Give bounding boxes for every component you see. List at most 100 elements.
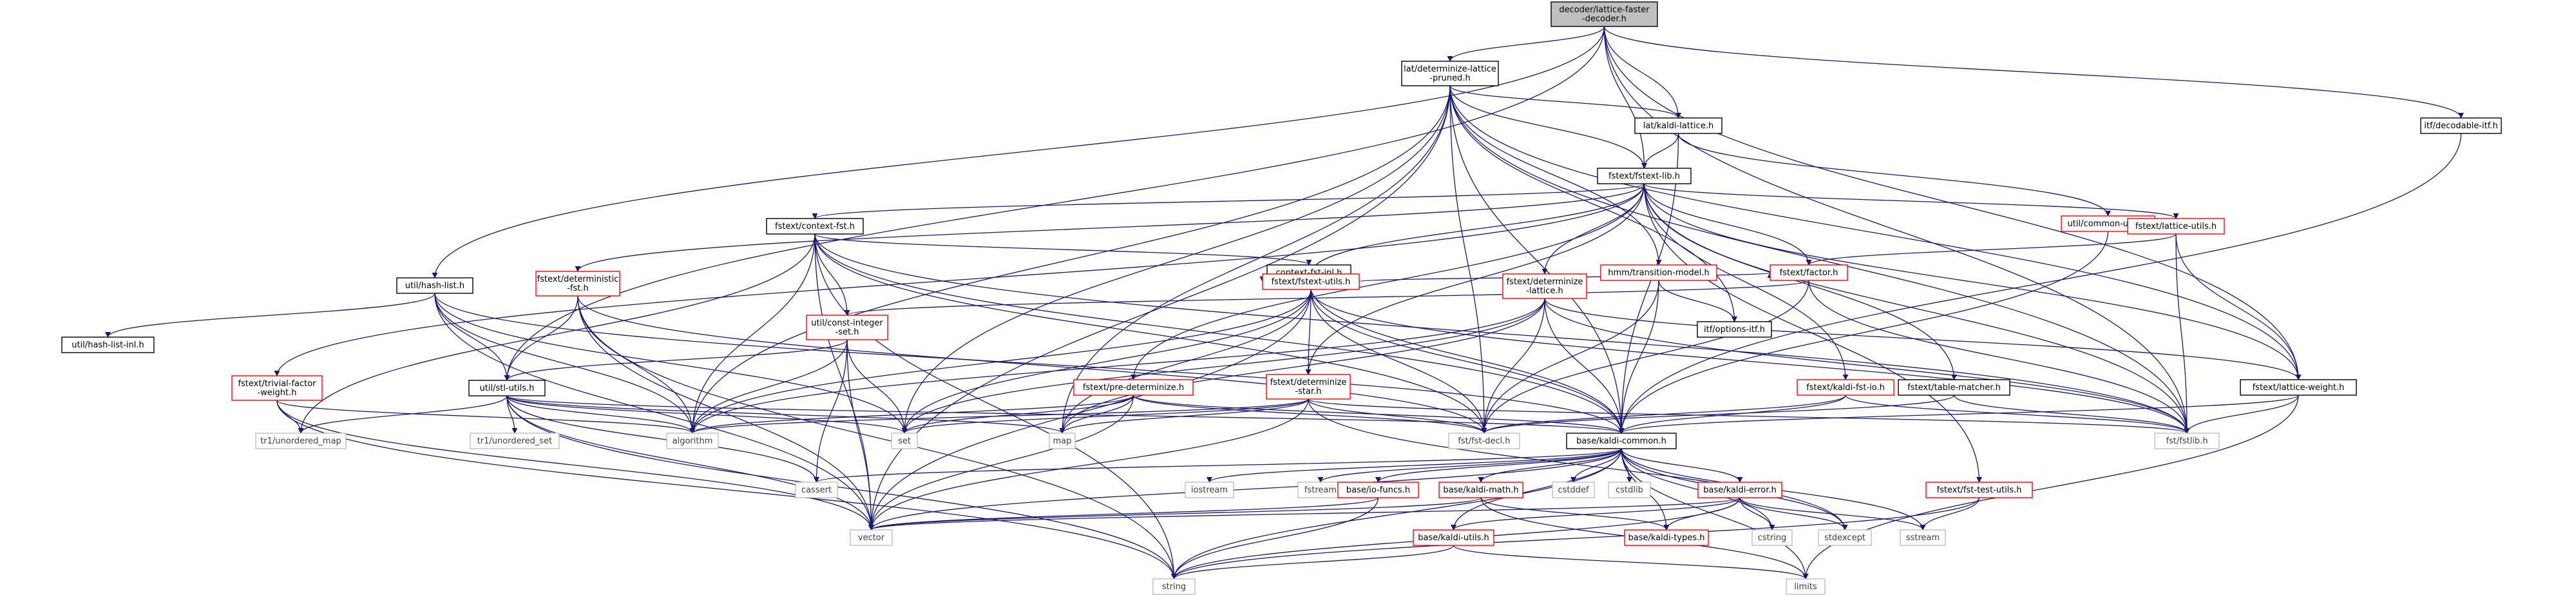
node-lattice_weight[interactable]: fstext/lattice-weight.h (2240, 379, 2357, 396)
node-decodable_itf[interactable]: itf/decodable-itf.h (2420, 117, 2502, 134)
node-det_star[interactable]: fstext/determinize-star.h (1266, 374, 1351, 400)
edge-kaldi_utils-to-string (1171, 545, 1455, 580)
node-lattice_utils[interactable]: fstext/lattice-utils.h (2127, 218, 2225, 235)
edge-det_star-to-fstlib (1308, 398, 2190, 434)
edge-fstext_lib-to-det_lattice (1541, 183, 1645, 275)
edge-factor-to-fstlib (1808, 280, 2190, 434)
edge-root-to-decodable_itf (1603, 26, 2464, 119)
node-io_funcs[interactable]: base/io-funcs.h (1337, 482, 1419, 498)
node-const_integer_set[interactable]: util/const-integer-set.h (806, 315, 888, 340)
edge-kaldi_fst_io-to-fst_decl (1481, 395, 1846, 434)
edge-det_lat_pruned-to-options_itf (1449, 85, 1738, 322)
node-kaldi_types[interactable]: base/kaldi-types.h (1624, 529, 1709, 546)
node-label-stdexcept-line-0: stdexcept (1824, 533, 1865, 543)
node-box-kaldi_lattice (1634, 117, 1722, 134)
node-root[interactable]: decoder/lattice-faster-decoder.h (1550, 1, 1658, 27)
node-deterministic_fst[interactable]: fstext/deterministic-fst.h (535, 271, 620, 297)
node-factor[interactable]: fstext/factor.h (1770, 264, 1848, 281)
edge-table_matcher-to-fst_decl (1481, 395, 1955, 434)
node-kaldi_error[interactable]: base/kaldi-error.h (1697, 482, 1782, 498)
edge-kaldi_math-to-vector (868, 497, 1482, 531)
edge-kaldi_error-to-cstring (1739, 497, 1775, 531)
edge-det_lat_pruned-to-kaldi_common (1449, 85, 1625, 434)
nodes-layer: decoder/lattice-faster-decoder.h lat/dete… (61, 1, 2502, 595)
node-label-factor-line-0: fstext/factor.h (1780, 268, 1838, 278)
node-label-fst_test_utils-line-0: fstext/fst-test-utils.h (1937, 485, 2022, 495)
edge-kaldi_error-to-vector (868, 497, 1741, 531)
edge-det_lat_pruned-to-fst_decl (1449, 85, 1487, 434)
edge-fstext_utils-to-set (901, 289, 1312, 434)
edge-kaldi_error-to-stdexcept (1739, 497, 1848, 531)
node-label-string-line-0: string (1162, 582, 1186, 592)
edge-hash_list-to-hash_list_inl (105, 293, 435, 338)
node-stl_utils[interactable]: util/stl-utils.h (468, 380, 546, 396)
edge-context_fst-to-algorithm (689, 233, 816, 434)
node-unordered_set: tr1/unordered_set (470, 433, 560, 449)
node-hash_list_inl[interactable]: util/hash-list-inl.h (61, 337, 155, 353)
edge-kaldi_math-to-kaldi_types (1480, 497, 1670, 531)
edge-stl_utils-to-set (506, 395, 908, 434)
node-kaldi_lattice[interactable]: lat/kaldi-lattice.h (1634, 117, 1722, 134)
edge-context_fst-to-fstlib (814, 233, 2190, 434)
edge-fst_test_utils-to-string (1171, 497, 1980, 580)
node-box-root (1550, 1, 1658, 27)
edge-fstext_utils-to-algorithm (689, 289, 1312, 434)
node-box-factor (1770, 264, 1848, 281)
node-context_fst[interactable]: fstext/context-fst.h (766, 218, 864, 235)
node-det_lattice[interactable]: fstext/determinize-lattice.h (1502, 273, 1587, 299)
node-box-map (1049, 433, 1076, 449)
node-box-transition_model (1600, 264, 1717, 281)
node-box-sstream (1900, 529, 1946, 546)
node-label-det_star-line-0: fstext/determinize (1270, 378, 1347, 387)
edge-deterministic_fst-to-algorithm (577, 295, 696, 434)
node-box-cstring (1751, 529, 1793, 546)
node-table_matcher[interactable]: fstext/table-matcher.h (1898, 379, 2010, 396)
edge-pre_determinize-to-fst_decl (1132, 395, 1487, 434)
edge-det_lattice-to-set (901, 298, 1545, 434)
edge-det_lattice-to-kaldi_common (1544, 298, 1625, 434)
node-box-hash_list_inl (61, 337, 155, 353)
node-fstext_utils[interactable]: fstext/fstext-utils.h (1262, 273, 1360, 290)
node-kaldi_utils[interactable]: base/kaldi-utils.h (1413, 529, 1494, 546)
node-fst_test_utils[interactable]: fstext/fst-test-utils.h (1925, 482, 2033, 498)
node-label-sstream-line-0: sstream (1906, 533, 1940, 543)
node-label-kaldi_error-line-0: base/kaldi-error.h (1703, 485, 1776, 495)
edge-det_lattice-to-lattice_weight (1544, 298, 2302, 380)
node-trivial_factor[interactable]: fstext/trivial-factor-weight.h (231, 375, 323, 401)
edge-det_star-to-algorithm (689, 398, 1309, 434)
node-label-kaldi_common-line-0: base/kaldi-common.h (1576, 436, 1666, 446)
edge-transition_model-to-fst_decl (1481, 280, 1659, 434)
edge-kaldi_common-to-cassert (814, 448, 1622, 483)
edge-fstext_lib-to-fstext_utils (1308, 183, 1645, 275)
edge-det_lat_pruned-to-algorithm (689, 85, 1451, 434)
node-box-io_funcs (1337, 482, 1419, 498)
edge-det_lat_pruned-to-set (901, 85, 1451, 434)
node-label-kaldi_fst_io-line-0: fstext/kaldi-fst-io.h (1806, 383, 1885, 393)
edge-fstext_lib-to-context_fst (812, 183, 1645, 219)
edge-det_lat_pruned-to-vector (868, 85, 1451, 531)
node-set: set (891, 433, 918, 449)
node-box-vector (850, 529, 893, 546)
node-kaldi_common[interactable]: base/kaldi-common.h (1566, 433, 1677, 449)
node-label-hash_list-line-0: util/hash-list.h (405, 281, 464, 291)
edge-transition_model-to-options_itf (1658, 280, 1738, 322)
node-hash_list[interactable]: util/hash-list.h (396, 277, 473, 294)
node-label-fstlib-line-0: fst/fstlib.h (2166, 436, 2208, 446)
node-box-set (891, 433, 918, 449)
node-options_itf[interactable]: itf/options-itf.h (1697, 321, 1772, 338)
node-pre_determinize[interactable]: fstext/pre-determinize.h (1073, 379, 1194, 396)
edge-context_fst-to-unordered_map (298, 233, 816, 434)
node-fstext_lib[interactable]: fstext/fstext-lib.h (1597, 168, 1692, 184)
node-sstream: sstream (1900, 529, 1946, 546)
edge-root-to-hash_list (432, 26, 1605, 278)
node-cstddef: cstddef (1552, 482, 1595, 498)
node-kaldi_fst_io[interactable]: fstext/kaldi-fst-io.h (1797, 379, 1894, 396)
node-kaldi_math[interactable]: base/kaldi-math.h (1438, 482, 1523, 498)
node-label-det_lat_pruned-line-0: lat/determinize-lattice (1404, 64, 1496, 74)
node-box-lattice_utils (2127, 218, 2225, 235)
node-transition_model[interactable]: hmm/transition-model.h (1600, 264, 1717, 281)
node-det_lat_pruned[interactable]: lat/determinize-lattice-pruned.h (1401, 61, 1499, 86)
edge-kaldi_lattice-to-common_utils (1677, 133, 2111, 217)
edge-root-to-lattice_weight (1603, 26, 2302, 380)
edge-stl_utils-to-algorithm (506, 395, 696, 434)
